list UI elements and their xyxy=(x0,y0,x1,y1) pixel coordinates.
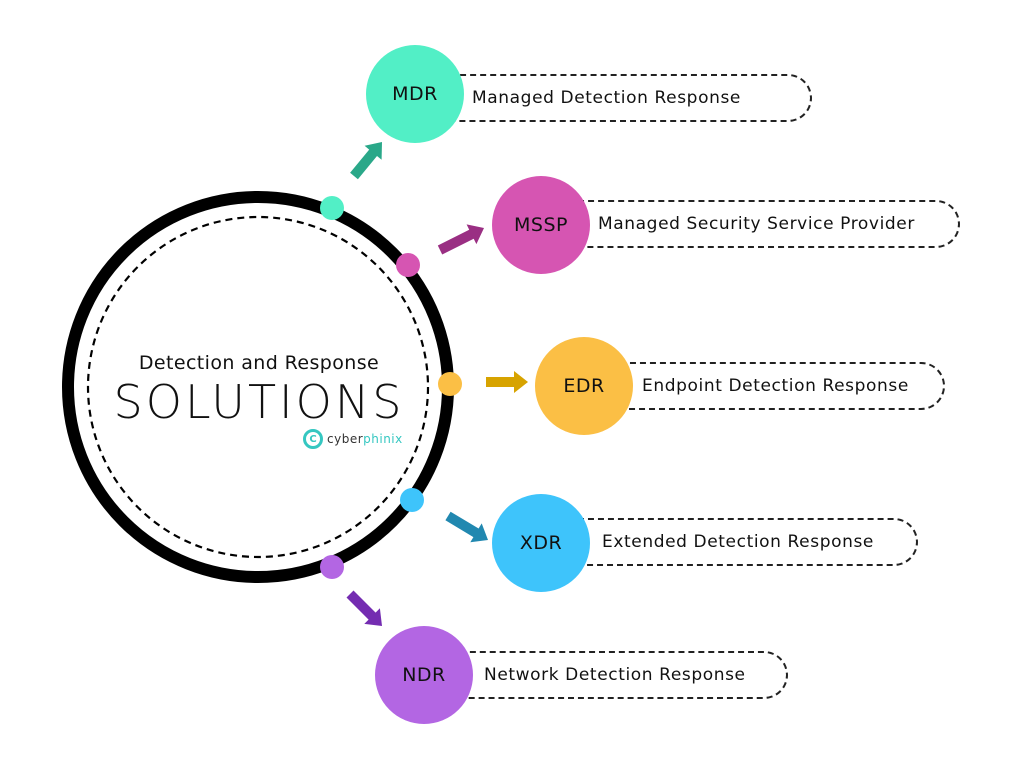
arrow-mdr-icon xyxy=(350,142,382,180)
arrow-xdr-icon xyxy=(445,511,488,543)
center-label: Detection and Response SOLUTIONS xyxy=(96,352,422,428)
solution-abbr: NDR xyxy=(402,664,446,686)
ring-node-xdr xyxy=(400,488,424,512)
solution-bubble: EDR xyxy=(535,337,633,435)
solution-label: Extended Detection Response xyxy=(602,532,874,552)
solution-label-pill: Extended Detection Response xyxy=(568,518,918,566)
solution-label-pill: Managed Security Service Provider xyxy=(568,200,960,248)
ring-node-ndr xyxy=(320,555,344,579)
logo-mark-icon: C xyxy=(303,429,323,449)
cyberphinix-logo: C cyberphinix xyxy=(303,429,403,449)
arrow-ndr-icon xyxy=(346,590,382,626)
solution-label: Managed Security Service Provider xyxy=(598,214,915,234)
ring-node-mssp xyxy=(396,253,420,277)
ring-node-edr xyxy=(438,372,462,396)
solution-abbr: XDR xyxy=(519,532,563,554)
inner-dashed-ring xyxy=(86,215,430,559)
solution-abbr: MDR xyxy=(392,83,438,105)
center-heading: Detection and Response xyxy=(138,352,380,374)
ring-node-mdr xyxy=(320,196,344,220)
solution-label-pill: Network Detection Response xyxy=(450,651,788,699)
solution-bubble: MSSP xyxy=(492,176,590,274)
solution-bubble: MDR xyxy=(366,45,464,143)
arrow-edr-icon xyxy=(486,371,528,393)
logo-text-cyber: cyber xyxy=(327,432,364,446)
solution-abbr: MSSP xyxy=(514,214,568,236)
arrow-mssp-icon xyxy=(437,224,484,255)
solution-bubble: NDR xyxy=(375,626,473,724)
solution-label-pill: Managed Detection Response xyxy=(440,74,812,122)
solution-bubble: XDR xyxy=(492,494,590,592)
solution-abbr: EDR xyxy=(563,375,605,397)
logo-text-phinix: phinix xyxy=(363,432,403,446)
solution-label: Network Detection Response xyxy=(484,665,746,685)
center-title: SOLUTIONS xyxy=(113,375,405,429)
solution-label: Managed Detection Response xyxy=(472,88,741,108)
solution-label-pill: Endpoint Detection Response xyxy=(610,362,945,410)
solution-label: Endpoint Detection Response xyxy=(642,376,909,396)
